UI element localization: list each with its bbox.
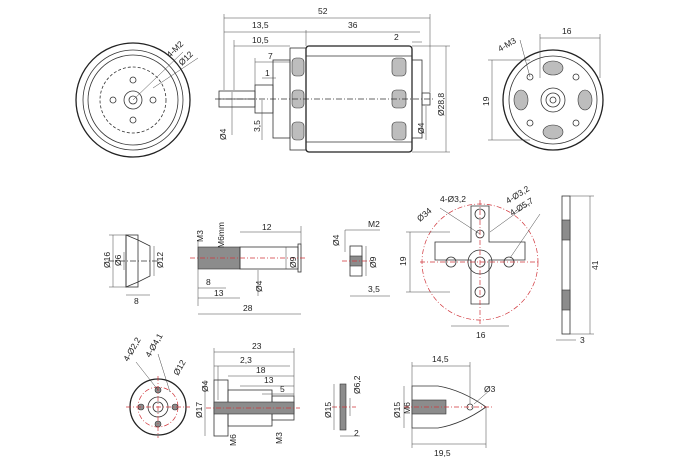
mount-dim-19: 19: [398, 256, 408, 266]
dim-rear-d4: Ø4: [416, 122, 426, 134]
hub-dim-5: 5: [280, 384, 285, 394]
nut-m2: M2: [368, 219, 380, 229]
hub-front-view: 4-Ø2,2 4-Ø4,1 Ø12: [121, 331, 190, 438]
hub-d4: Ø4: [200, 380, 210, 392]
adapter-d16: Ø16: [102, 252, 112, 268]
washer-dim-2: 2: [354, 428, 359, 438]
mount-dim-41: 41: [590, 260, 600, 270]
hub-dim-13: 13: [264, 375, 274, 385]
dim-52: 52: [318, 6, 328, 16]
hub-label-1: 4-Ø2,2: [121, 335, 143, 363]
nut-dim-3-5: 3,5: [368, 284, 380, 294]
mount-dim-16: 16: [476, 330, 486, 340]
mount-front-view: 4-Ø3,2 4-Ø3,2 4-Ø5,7 Ø34 19 16: [398, 183, 541, 340]
spinner-side-view: 14,5 Ø15 M6 Ø3 19,5: [392, 354, 496, 458]
nut-d9: Ø9: [368, 256, 378, 268]
shaft-d4: Ø4: [254, 280, 264, 292]
mount-side-view: 41 3: [556, 195, 600, 345]
dim-1: 1: [265, 68, 270, 78]
hub-m3: M3: [274, 432, 284, 444]
dim-shaft-d4: Ø4: [218, 128, 228, 140]
dim-2: 2: [394, 32, 399, 42]
back-dim-19: 19: [481, 96, 491, 106]
adapter-dim-8: 8: [134, 296, 139, 306]
shaft-m6: M6mm: [216, 222, 226, 248]
nut-d4: Ø4: [331, 234, 341, 246]
hub-label-2: 4-Ø4,1: [143, 331, 165, 359]
spinner-dim-14-5: 14,5: [432, 354, 449, 364]
back-label-m3: 4-M3: [496, 35, 518, 53]
spinner-m6: M6: [402, 402, 412, 414]
shaft-dim-28: 28: [243, 303, 253, 313]
spinner-dim-19-5: 19,5: [434, 448, 451, 458]
motor-front-view: 4-M2 Ø12: [75, 39, 199, 158]
dim-13-5: 13,5: [252, 20, 269, 30]
dim-7: 7: [268, 51, 273, 61]
hub-dim-23: 23: [252, 341, 262, 351]
nut-side-view: Ø4 M2 Ø9 3,5: [331, 219, 390, 297]
dim-d28-8: Ø28,8: [436, 93, 446, 116]
motor-back-view: 4-M3 16 19: [481, 26, 604, 151]
hub-d17: Ø17: [194, 402, 204, 418]
shaft-m3: M3: [195, 230, 205, 242]
hub-dim-18: 18: [256, 365, 266, 375]
spinner-d3: Ø3: [484, 384, 496, 394]
shaft-dim-8: 8: [206, 277, 211, 287]
adapter-d12: Ø12: [155, 252, 165, 268]
hub-dim-2-3: 2,3: [240, 355, 252, 365]
shaft-side-view: M3 M6mm 12 Ø9 8 13 Ø4 28: [190, 222, 305, 315]
mount-d34: Ø34: [415, 205, 434, 223]
hub-label-3: Ø12: [171, 358, 188, 377]
hub-side-view: 23 2,3 18 13 5 Ø4 Ø17 M6 M3: [194, 341, 300, 446]
washer-side-view: Ø6,2 Ø15 2: [323, 375, 362, 438]
spinner-d15: Ø15: [392, 402, 402, 418]
shaft-dim-12: 12: [262, 222, 272, 232]
mount-dim-3: 3: [580, 335, 585, 345]
back-dim-16: 16: [562, 26, 572, 36]
shaft-dim-13: 13: [214, 288, 224, 298]
shaft-d9: Ø9: [288, 256, 298, 268]
washer-d15: Ø15: [323, 402, 333, 418]
dim-10-5: 10,5: [252, 35, 269, 45]
adapter-d6: Ø6: [113, 254, 123, 266]
dim-3-5: 3,5: [252, 120, 262, 132]
adapter-side-view: Ø16 Ø6 Ø12 8: [102, 234, 165, 306]
motor-side-view: 52 13,5 36 10,5 2 7 1 3,5 Ø4 Ø4 Ø28,8: [215, 6, 450, 153]
dim-36: 36: [348, 20, 358, 30]
mount-label-1: 4-Ø3,2: [440, 194, 466, 204]
hub-m6: M6: [228, 434, 238, 446]
washer-d6-2: Ø6,2: [352, 375, 362, 394]
